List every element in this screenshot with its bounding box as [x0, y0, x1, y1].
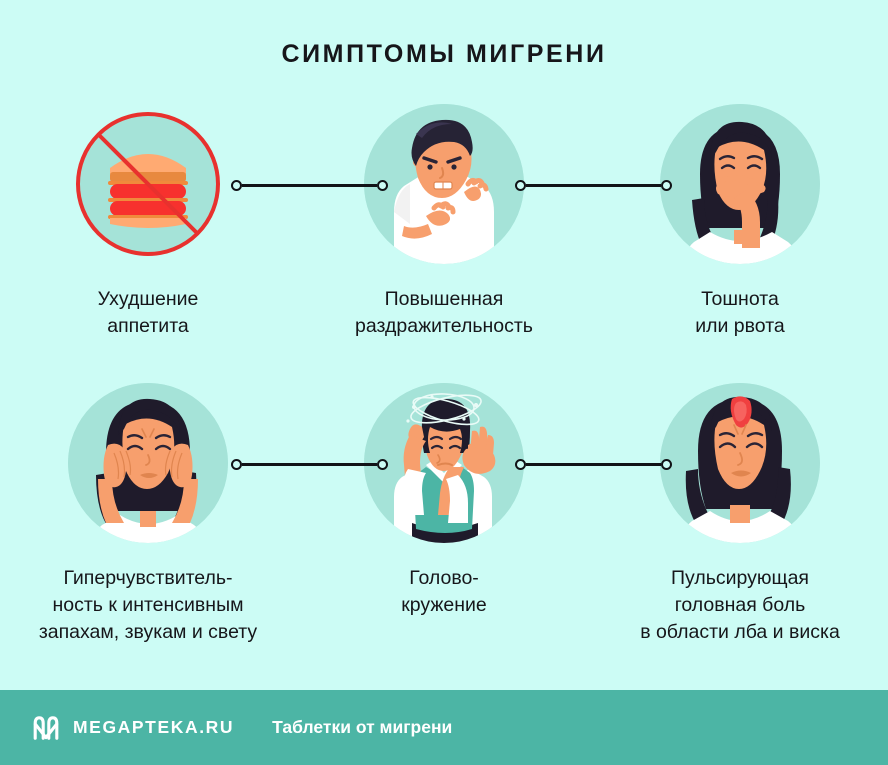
symptom-cell-nausea[interactable]: Тошнота или рвота — [592, 104, 888, 340]
symptom-label-hypersensitivity: Гиперчувствитель- ность к интенсивным за… — [38, 567, 258, 643]
page-title: СИМПТОМЫ МИГРЕНИ — [281, 40, 607, 68]
symptom-cell-dizziness[interactable]: Голово- кружение — [296, 383, 592, 619]
footer-bar: MEGAPTEKA.RU Таблетки от мигрени — [0, 690, 888, 765]
connector-row1-right — [515, 178, 672, 192]
footer-link[interactable]: Таблетки от мигрени — [272, 717, 453, 737]
connector-dot-icon — [231, 458, 242, 470]
connector-dot-icon — [661, 179, 672, 191]
woman-forehead-pain-icon — [660, 383, 820, 543]
connector-row2-right — [515, 457, 672, 471]
connector-dot-icon — [377, 179, 388, 191]
symptom-row-1: Ухудшение аппетита — [0, 104, 888, 340]
brand-name[interactable]: MEGAPTEKA.RU — [73, 717, 235, 737]
symptom-label-nausea: Тошнота или рвота — [695, 288, 785, 337]
connector-line — [242, 462, 377, 466]
symptom-row-2: Гиперчувствитель- ность к интенсивным за… — [0, 383, 888, 646]
connector-line — [242, 183, 377, 187]
woman-holding-temples-icon — [68, 383, 228, 543]
connector-line — [526, 462, 661, 466]
connector-dot-icon — [515, 179, 526, 191]
connector-row2-left — [231, 457, 388, 471]
dizzy-woman-icon — [364, 383, 524, 543]
connector-dot-icon — [377, 458, 388, 470]
connector-row1-left — [231, 178, 388, 192]
woman-covering-mouth-icon — [660, 104, 820, 264]
symptom-cell-hypersensitivity[interactable]: Гиперчувствитель- ность к интенсивным за… — [0, 383, 296, 646]
symptom-cell-irritability[interactable]: Повышенная раздражительность — [296, 104, 592, 340]
symptom-label-irritability: Повышенная раздражительность — [355, 288, 533, 337]
symptom-label-headache: Пульсирующая головная боль в области лба… — [640, 567, 840, 643]
megapteka-m-logo-icon[interactable] — [32, 715, 60, 741]
symptom-cell-headache[interactable]: Пульсирующая головная боль в области лба… — [592, 383, 888, 646]
connector-line — [526, 183, 661, 187]
burger-prohibited-icon — [68, 104, 228, 264]
symptom-label-appetite: Ухудшение аппетита — [97, 288, 199, 337]
connector-dot-icon — [515, 458, 526, 470]
connector-dot-icon — [661, 458, 672, 470]
symptom-label-dizziness: Голово- кружение — [401, 567, 487, 616]
angry-man-icon — [364, 104, 524, 264]
symptom-cell-appetite[interactable]: Ухудшение аппетита — [0, 104, 296, 340]
connector-dot-icon — [231, 179, 242, 191]
